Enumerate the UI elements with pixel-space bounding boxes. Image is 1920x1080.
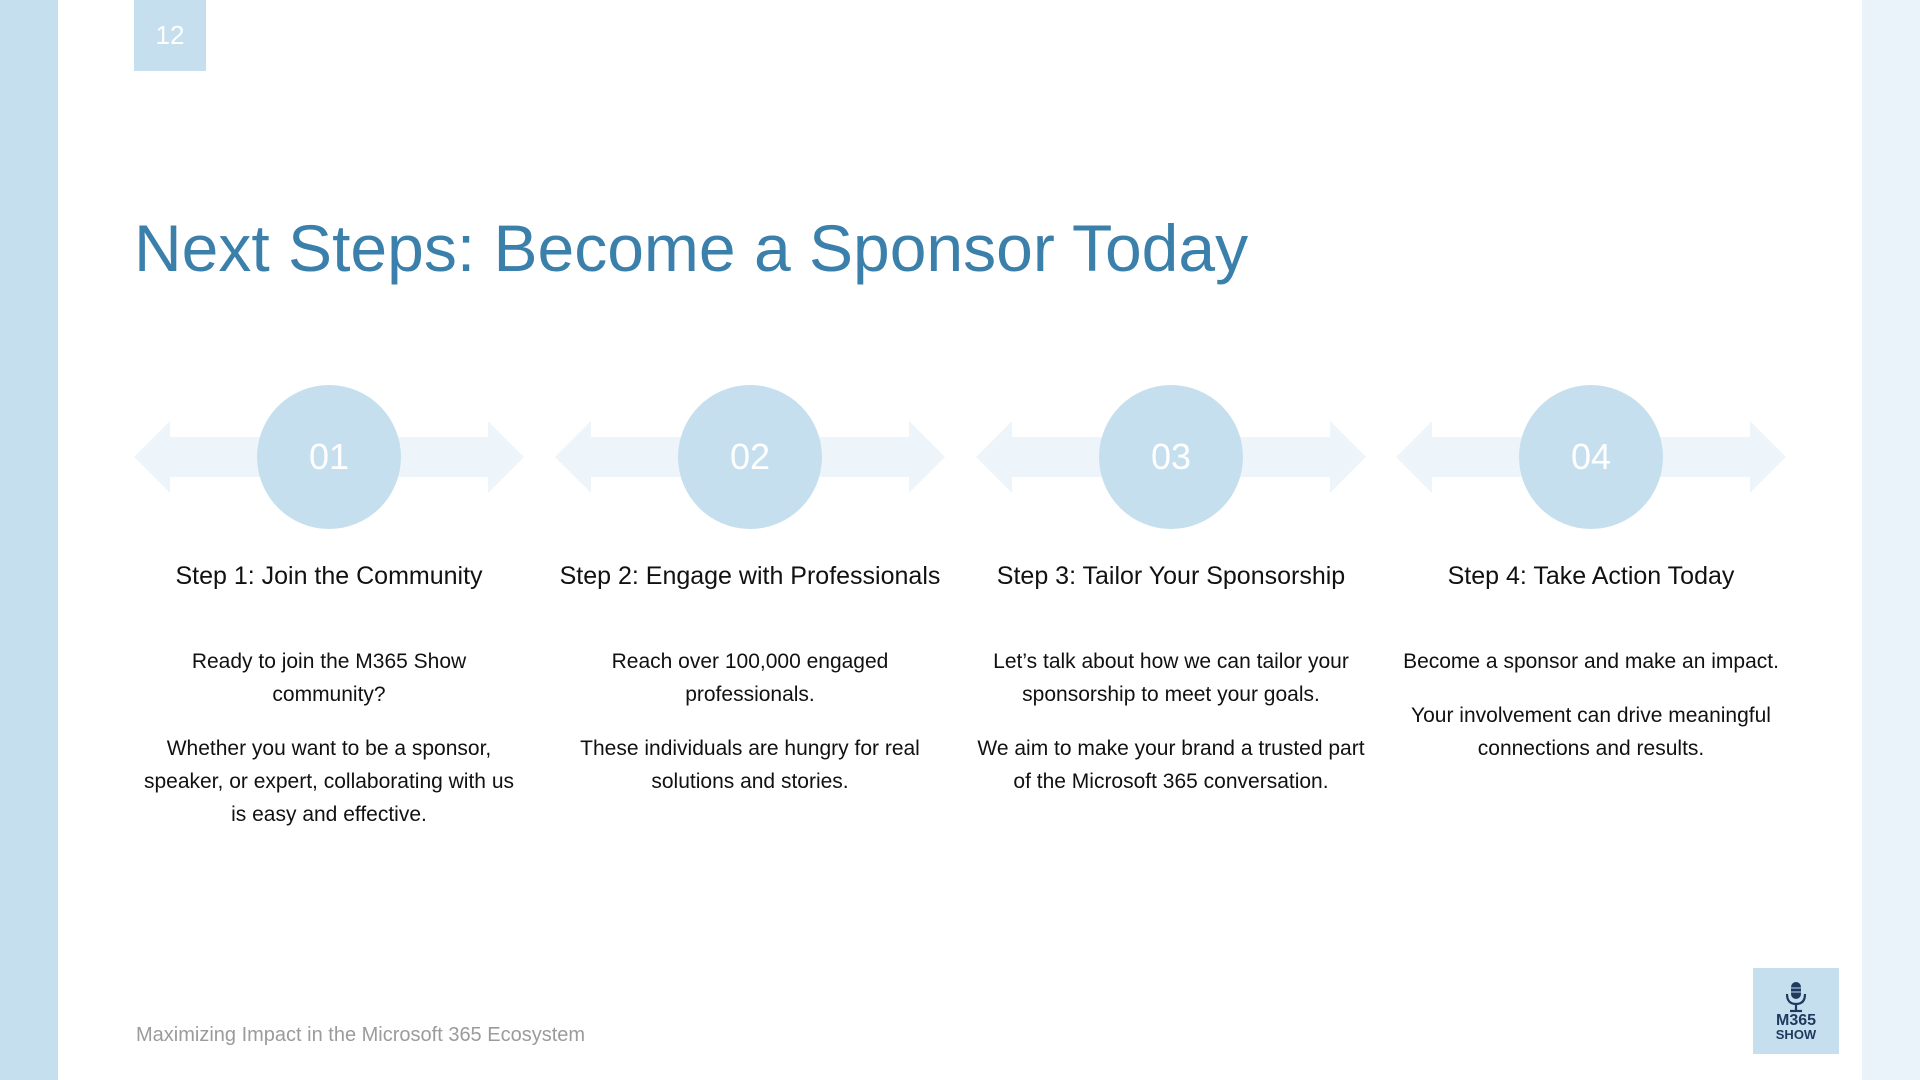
steps-row: 01 Step 1: Join the Community Ready to j… <box>134 385 1786 845</box>
m365-show-logo: M365 SHOW <box>1753 968 1839 1054</box>
footer-caption: Maximizing Impact in the Microsoft 365 E… <box>136 1024 586 1046</box>
page-number: 12 <box>134 0 206 71</box>
logo-text: M365 <box>1775 1012 1817 1029</box>
step-title: Step 2: Engage with Professionals <box>559 562 941 590</box>
step-paragraph: Let’s talk about how we can tailor your … <box>993 650 1349 706</box>
step-paragraph: We aim to make your brand a trusted part… <box>977 737 1365 793</box>
step-number-badge: 03 <box>1099 385 1243 529</box>
step-description: Become a sponsor and make an impact. You… <box>1396 645 1786 765</box>
step-paragraph: Reach over 100,000 engaged professionals… <box>611 650 889 706</box>
step-card-3: 03 Step 3: Tailor Your Sponsorship Let’s… <box>976 385 1366 845</box>
step-number-badge: 02 <box>678 385 822 529</box>
step-card-2: 02 Step 2: Engage with Professionals Rea… <box>555 385 945 845</box>
microphone-icon <box>1785 982 1807 1013</box>
step-description: Reach over 100,000 engaged professionals… <box>555 645 945 798</box>
step-card-4: 04 Step 4: Take Action Today Become a sp… <box>1396 385 1786 845</box>
step-title: Step 4: Take Action Today <box>1447 562 1735 590</box>
step-description: Let’s talk about how we can tailor your … <box>976 645 1366 798</box>
step-number-badge: 04 <box>1519 385 1663 529</box>
slide-title: Next Steps: Become a Sponsor Today <box>134 211 1249 285</box>
step-title: Step 1: Join the Community <box>175 562 483 590</box>
step-paragraph: These individuals are hungry for real so… <box>580 737 920 793</box>
step-paragraph: Whether you want to be a sponsor, speake… <box>143 737 515 826</box>
step-number-badge: 01 <box>257 385 401 529</box>
right-decorative-band <box>1862 0 1920 1080</box>
step-card-1: 01 Step 1: Join the Community Ready to j… <box>134 385 524 845</box>
step-description: Ready to join the M365 Show community? W… <box>134 645 524 831</box>
logo-subtext: SHOW <box>1775 1027 1817 1042</box>
step-paragraph: Your involvement can drive meaningful co… <box>1411 704 1771 760</box>
step-title: Step 3: Tailor Your Sponsorship <box>996 562 1346 590</box>
step-paragraph: Ready to join the M365 Show community? <box>191 650 467 706</box>
left-decorative-band <box>0 0 58 1080</box>
step-paragraph: Become a sponsor and make an impact. <box>1403 650 1779 673</box>
